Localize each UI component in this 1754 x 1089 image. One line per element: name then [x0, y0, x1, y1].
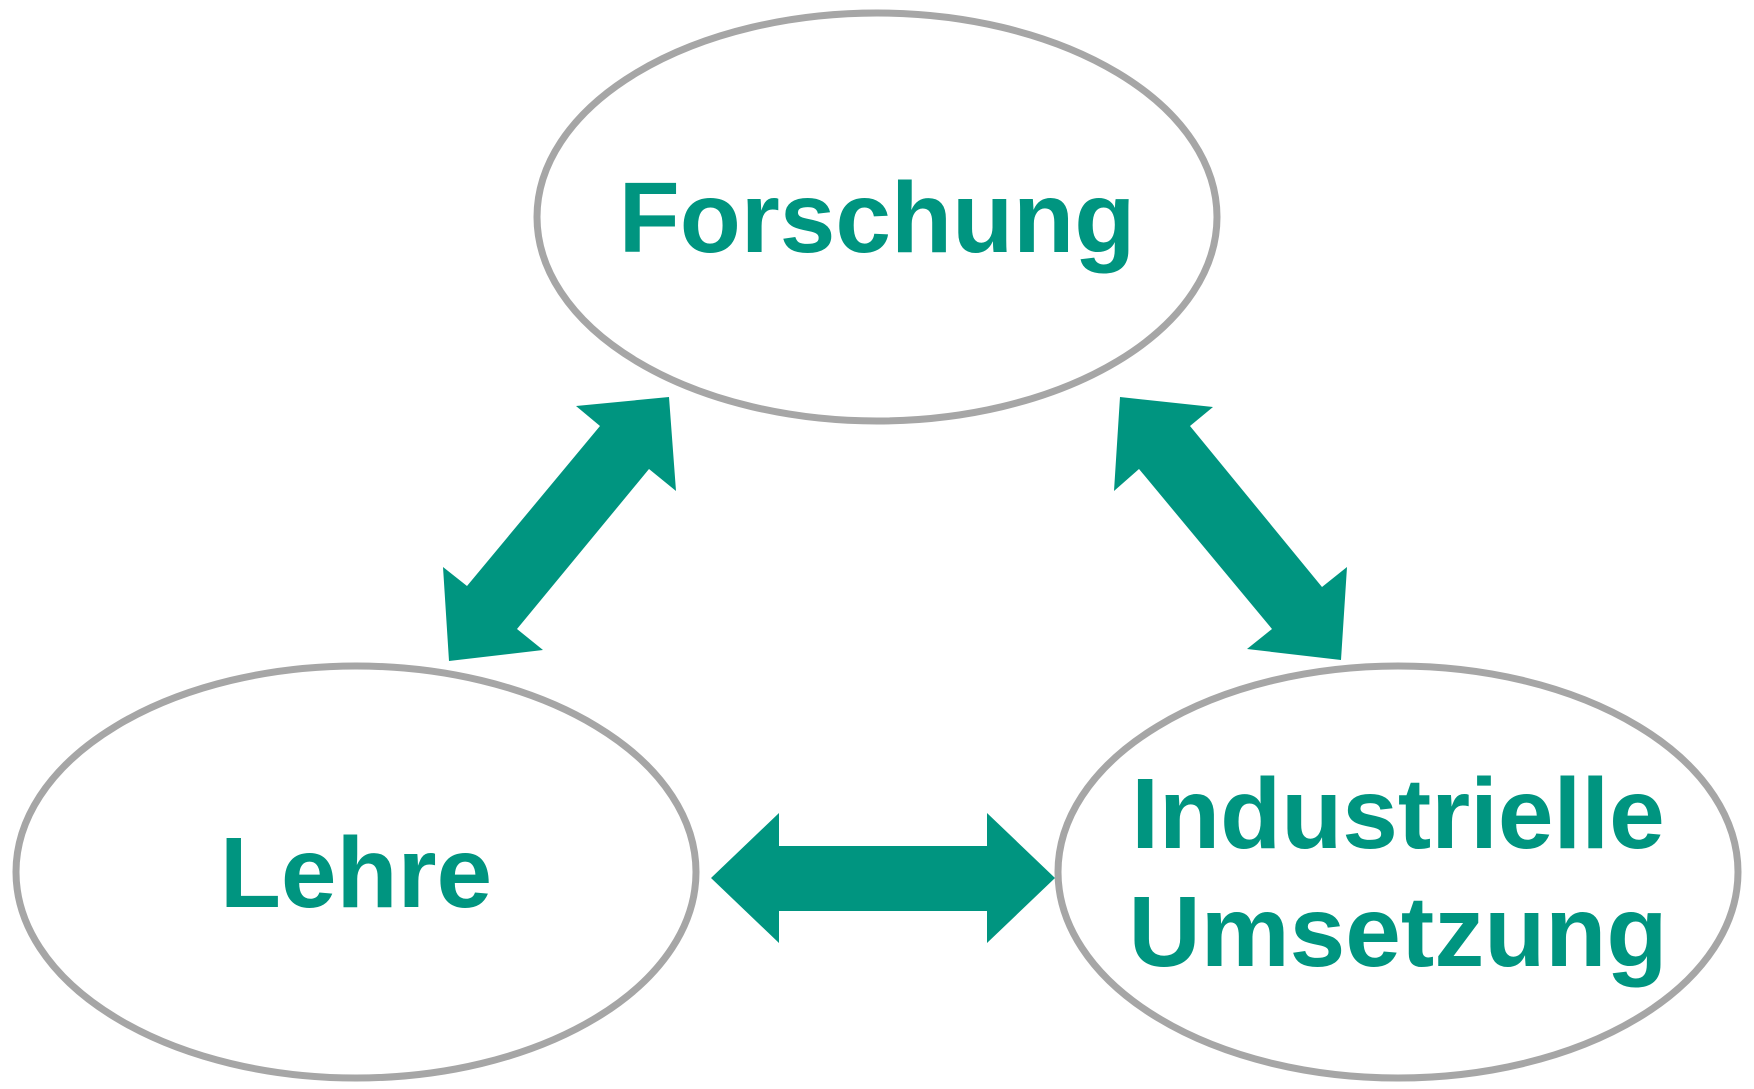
- node-lehre: Lehre: [12, 662, 700, 1082]
- node-industrie-ellipse: [1054, 662, 1742, 1082]
- node-forschung: Forschung: [533, 9, 1221, 425]
- node-forschung-ellipse: [533, 9, 1221, 425]
- node-lehre-ellipse: [12, 662, 700, 1082]
- node-forschung-label: Forschung: [619, 162, 1136, 274]
- double-arrow-forschung-lehre: [443, 397, 676, 661]
- node-industrie-label-line1: Industrielle: [1131, 758, 1664, 870]
- double-arrow-lehre-industrie: [711, 813, 1055, 943]
- double-arrow-forschung-industrie: [1114, 397, 1347, 660]
- node-industrie: Industrielle Umsetzung: [1054, 662, 1742, 1082]
- node-lehre-label: Lehre: [220, 817, 492, 929]
- node-industrie-label-line2: Umsetzung: [1129, 876, 1668, 988]
